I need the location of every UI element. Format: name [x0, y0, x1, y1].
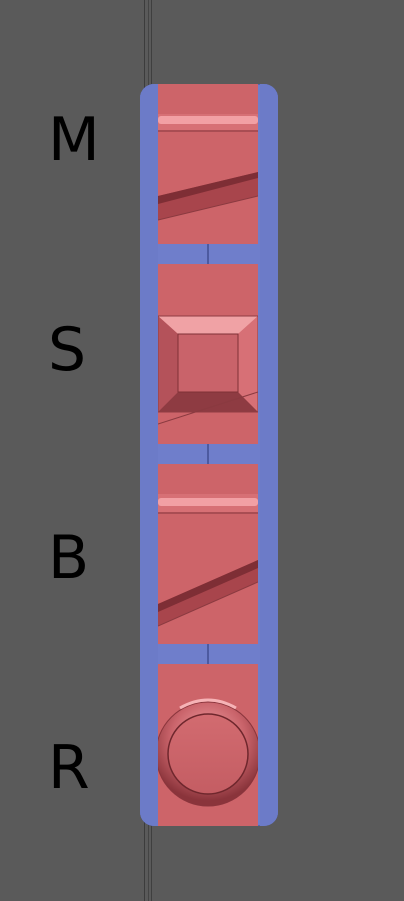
panel-b[interactable] [158, 464, 258, 644]
divider-seam [207, 444, 209, 464]
frame-rail-left [140, 84, 158, 826]
row-label-m: M [48, 105, 100, 175]
divider-seam [207, 644, 209, 664]
square-recess-icon [158, 264, 258, 444]
panel-s[interactable] [158, 264, 258, 444]
divider-seam [207, 244, 209, 264]
row-label-s: S [48, 315, 87, 385]
ramp-with-lip-icon [158, 84, 258, 244]
panel-m[interactable] [158, 84, 258, 244]
model-strip [140, 84, 278, 826]
row-label-b: B [48, 523, 90, 593]
round-dome-icon [158, 664, 258, 826]
frame-rail-right [260, 84, 278, 826]
panel-r[interactable] [158, 664, 258, 826]
row-label-r: R [48, 733, 90, 803]
long-ramp-with-lip-icon [158, 464, 258, 644]
